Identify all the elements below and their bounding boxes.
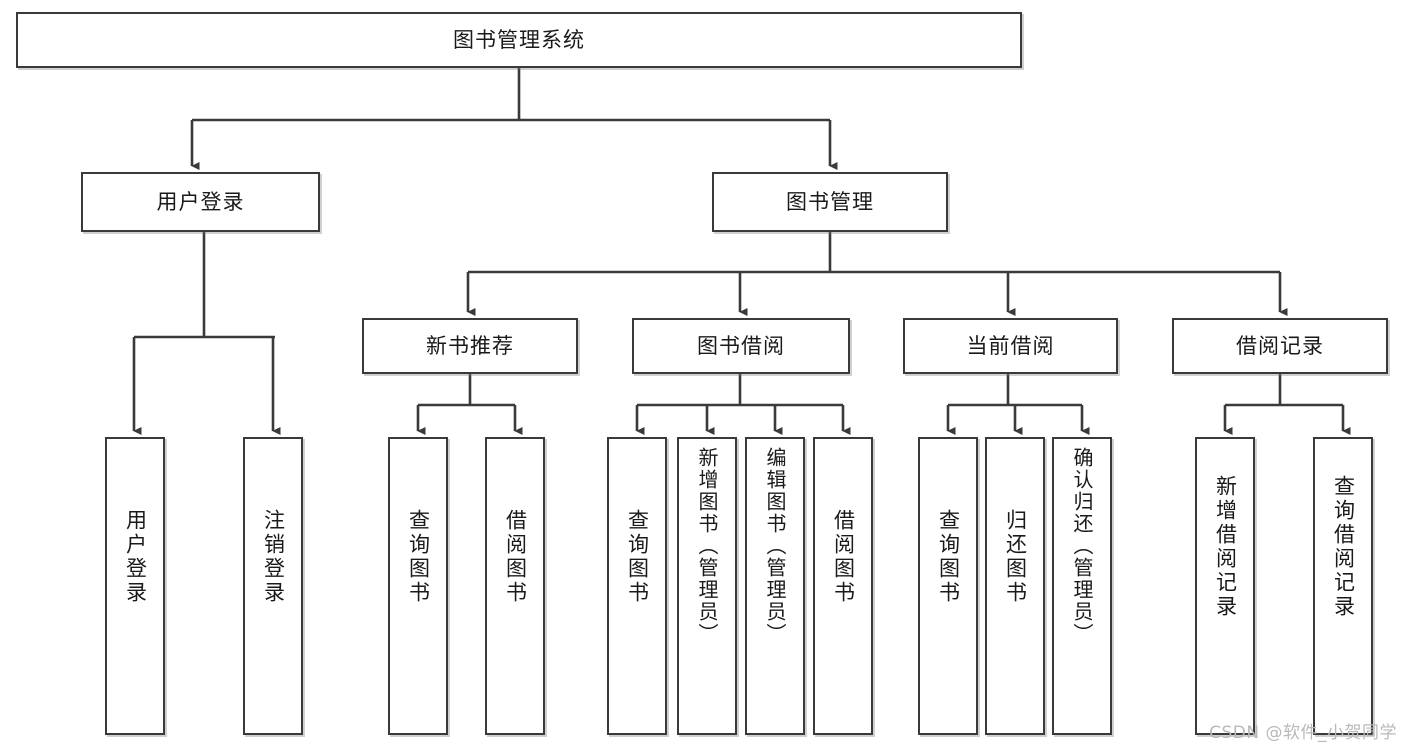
node-new-book-recommend-label: 新书推荐 — [426, 333, 514, 358]
leaf-confirm-return[interactable]: 确认归还（管理员） — [1052, 437, 1112, 735]
leaf-edit-book-label: 编辑图书（管理员） — [763, 447, 787, 645]
leaf-borrow-book-rec-label: 借阅图书 — [503, 509, 528, 605]
node-book-borrow[interactable]: 图书借阅 — [632, 318, 850, 374]
node-current-borrow[interactable]: 当前借阅 — [903, 318, 1118, 374]
leaf-query-record-label: 查询借阅记录 — [1331, 475, 1356, 619]
leaf-query-book-borrow-label: 查询图书 — [625, 509, 650, 605]
node-borrow-record[interactable]: 借阅记录 — [1172, 318, 1388, 374]
node-user-login-label: 用户登录 — [156, 189, 245, 214]
leaf-return-book-label: 归还图书 — [1003, 509, 1028, 605]
node-borrow-record-label: 借阅记录 — [1236, 333, 1324, 358]
leaf-query-book-rec[interactable]: 查询图书 — [388, 437, 448, 735]
leaf-add-book[interactable]: 新增图书（管理员） — [677, 437, 737, 735]
leaf-add-record-label: 新增借阅记录 — [1213, 475, 1238, 619]
leaf-logout-label: 注销登录 — [261, 509, 286, 605]
leaf-query-book-borrow[interactable]: 查询图书 — [607, 437, 667, 735]
node-root[interactable]: 图书管理系统 — [16, 12, 1022, 68]
leaf-query-book-rec-label: 查询图书 — [406, 509, 431, 605]
leaf-query-book-current-label: 查询图书 — [936, 509, 961, 605]
node-user-login[interactable]: 用户登录 — [81, 172, 320, 232]
leaf-user-login-label: 用户登录 — [123, 509, 148, 605]
node-book-borrow-label: 图书借阅 — [697, 333, 785, 358]
node-book-management-label: 图书管理 — [786, 189, 874, 214]
node-new-book-recommend[interactable]: 新书推荐 — [362, 318, 578, 374]
leaf-return-book[interactable]: 归还图书 — [985, 437, 1045, 735]
leaf-logout[interactable]: 注销登录 — [243, 437, 303, 735]
csdn-watermark: CSDN @软件_小贺同学 — [1209, 723, 1397, 743]
leaf-add-record[interactable]: 新增借阅记录 — [1195, 437, 1255, 735]
node-root-label: 图书管理系统 — [453, 27, 585, 52]
leaf-borrow-book-label: 借阅图书 — [831, 509, 856, 605]
leaf-query-record[interactable]: 查询借阅记录 — [1313, 437, 1373, 735]
leaf-edit-book[interactable]: 编辑图书（管理员） — [745, 437, 805, 735]
leaf-user-login[interactable]: 用户登录 — [105, 437, 165, 735]
leaf-borrow-book-rec[interactable]: 借阅图书 — [485, 437, 545, 735]
node-book-management[interactable]: 图书管理 — [712, 172, 948, 232]
leaf-query-book-current[interactable]: 查询图书 — [918, 437, 978, 735]
leaf-confirm-return-label: 确认归还（管理员） — [1070, 447, 1094, 645]
node-current-borrow-label: 当前借阅 — [966, 333, 1055, 358]
leaf-borrow-book[interactable]: 借阅图书 — [813, 437, 873, 735]
leaf-add-book-label: 新增图书（管理员） — [695, 447, 719, 645]
